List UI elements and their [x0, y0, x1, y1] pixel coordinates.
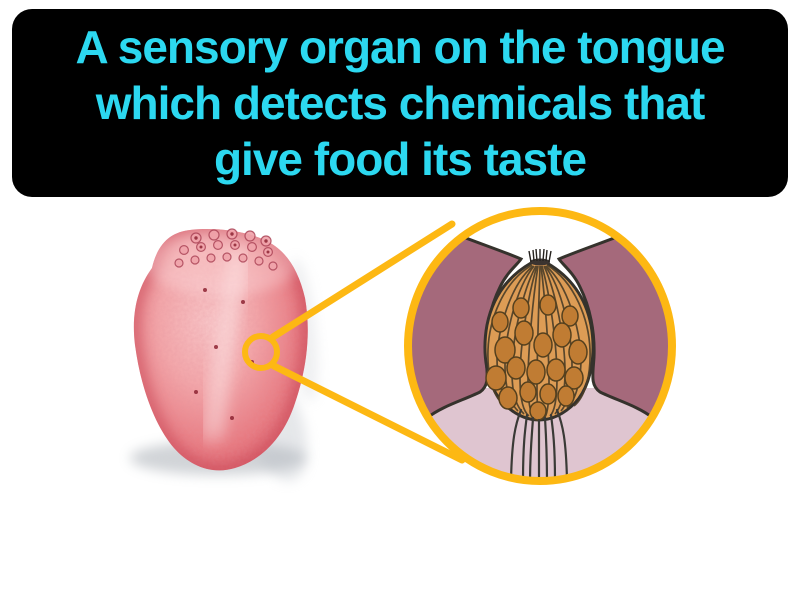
- taste-pore-microvilli: [528, 248, 552, 266]
- magnifier-source-circle: [242, 333, 280, 371]
- definition-line-1: A sensory organ on the tongue: [75, 21, 725, 73]
- taste-bud-magnified-view: [404, 207, 676, 485]
- tongue: [133, 228, 308, 471]
- magnifier-connector-lower: [270, 362, 466, 464]
- magnifier-connector-upper: [269, 220, 456, 341]
- nerve-fibers: [509, 408, 569, 479]
- definition-line-2: which detects chemicals that: [95, 77, 706, 129]
- magnifier-circle-border: [404, 207, 676, 485]
- magnifier-connectors: [269, 220, 466, 464]
- definition-line-3: give food its taste: [213, 133, 587, 185]
- definition-banner: A sensory organ on the tongue which dete…: [12, 9, 788, 197]
- cell-nuclei: [485, 294, 588, 421]
